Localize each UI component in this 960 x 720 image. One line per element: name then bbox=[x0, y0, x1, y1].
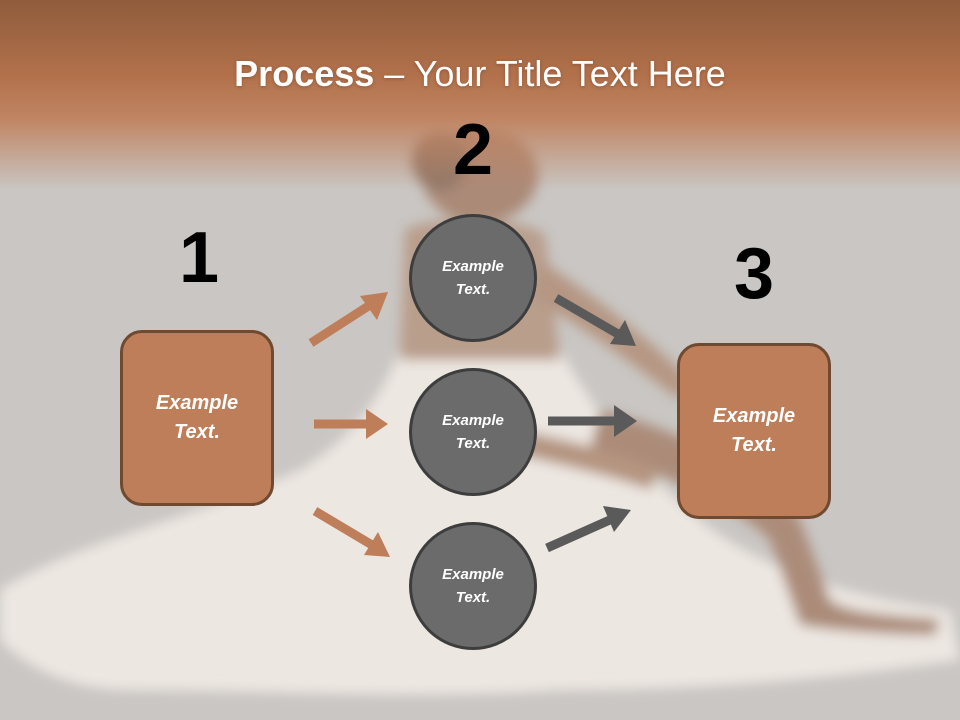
left-box-line2: Text. bbox=[174, 421, 220, 443]
title-bold: Process bbox=[234, 53, 375, 94]
circle-top-line2: Text. bbox=[455, 281, 491, 298]
title-band bbox=[0, 0, 960, 190]
left-text-box: Example Text. bbox=[120, 330, 274, 506]
arrow-to-middle-circle bbox=[314, 409, 388, 439]
step-number-3: 3 bbox=[733, 234, 775, 314]
arrow-from-bottom-circle bbox=[545, 506, 631, 553]
slide-title: Process – Your Title Text Here bbox=[0, 52, 960, 96]
circle-bottom: Example Text. bbox=[409, 522, 537, 650]
circle-top: Example Text. bbox=[409, 214, 537, 342]
arrow-from-middle-circle bbox=[548, 405, 637, 437]
circle-middle-line2: Text. bbox=[455, 435, 491, 452]
step-number-2: 2 bbox=[452, 110, 494, 190]
arrow-to-top-circle bbox=[308, 292, 388, 347]
step-number-1: 1 bbox=[178, 218, 220, 298]
right-text-box: Example Text. bbox=[677, 343, 831, 519]
circle-top-line1: Example bbox=[442, 258, 504, 275]
circle-middle: Example Text. bbox=[409, 368, 537, 496]
circle-bottom-line2: Text. bbox=[455, 589, 491, 606]
circle-bottom-line1: Example bbox=[442, 566, 504, 583]
right-box-line1: Example bbox=[712, 405, 796, 427]
arrow-to-bottom-circle bbox=[312, 507, 390, 557]
title-rest: – Your Title Text Here bbox=[374, 53, 726, 94]
circle-middle-line1: Example bbox=[442, 412, 504, 429]
arrow-from-top-circle bbox=[553, 294, 636, 346]
left-box-line1: Example bbox=[155, 392, 239, 414]
right-box-line2: Text. bbox=[731, 434, 777, 456]
